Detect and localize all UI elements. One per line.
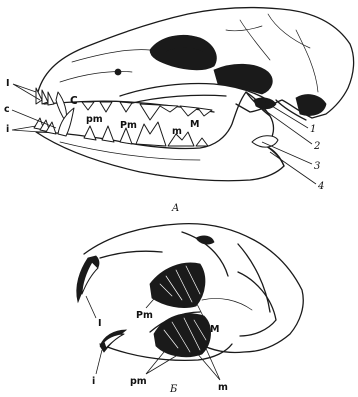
label-molars-lower-a: m	[172, 126, 182, 137]
label-incisors-lower-b: i	[92, 376, 95, 387]
label-premolars-upper-b: Pm	[136, 310, 153, 321]
label-premolars-lower-a: pm	[86, 114, 103, 125]
callout-1: 1	[310, 124, 316, 135]
label-premolars-lower-b: pm	[130, 376, 147, 387]
label-molars-upper-b: M	[210, 324, 219, 335]
label-canine-upper-a: C	[70, 95, 78, 107]
upper-cheek-teeth-b	[150, 263, 205, 308]
caption-a: A	[171, 203, 179, 214]
incisors-b	[77, 256, 126, 352]
label-molars-upper-a: M	[190, 119, 199, 130]
lower-cheek-teeth-b	[154, 314, 211, 357]
label-canine-lower-a: c	[4, 104, 10, 115]
callout-3: 3	[314, 161, 320, 172]
label-incisors-lower-a: i	[6, 124, 9, 135]
callout-4: 4	[317, 181, 324, 192]
label-incisors-upper-a: I	[6, 78, 10, 89]
caption-b: Б	[169, 384, 178, 395]
label-premolars-upper-a: Pm	[120, 120, 137, 131]
label-molars-lower-b: m	[218, 382, 228, 393]
label-incisors-upper-b: I	[98, 318, 102, 329]
callout-2: 2	[313, 141, 320, 152]
upper-teeth-a	[36, 88, 212, 122]
